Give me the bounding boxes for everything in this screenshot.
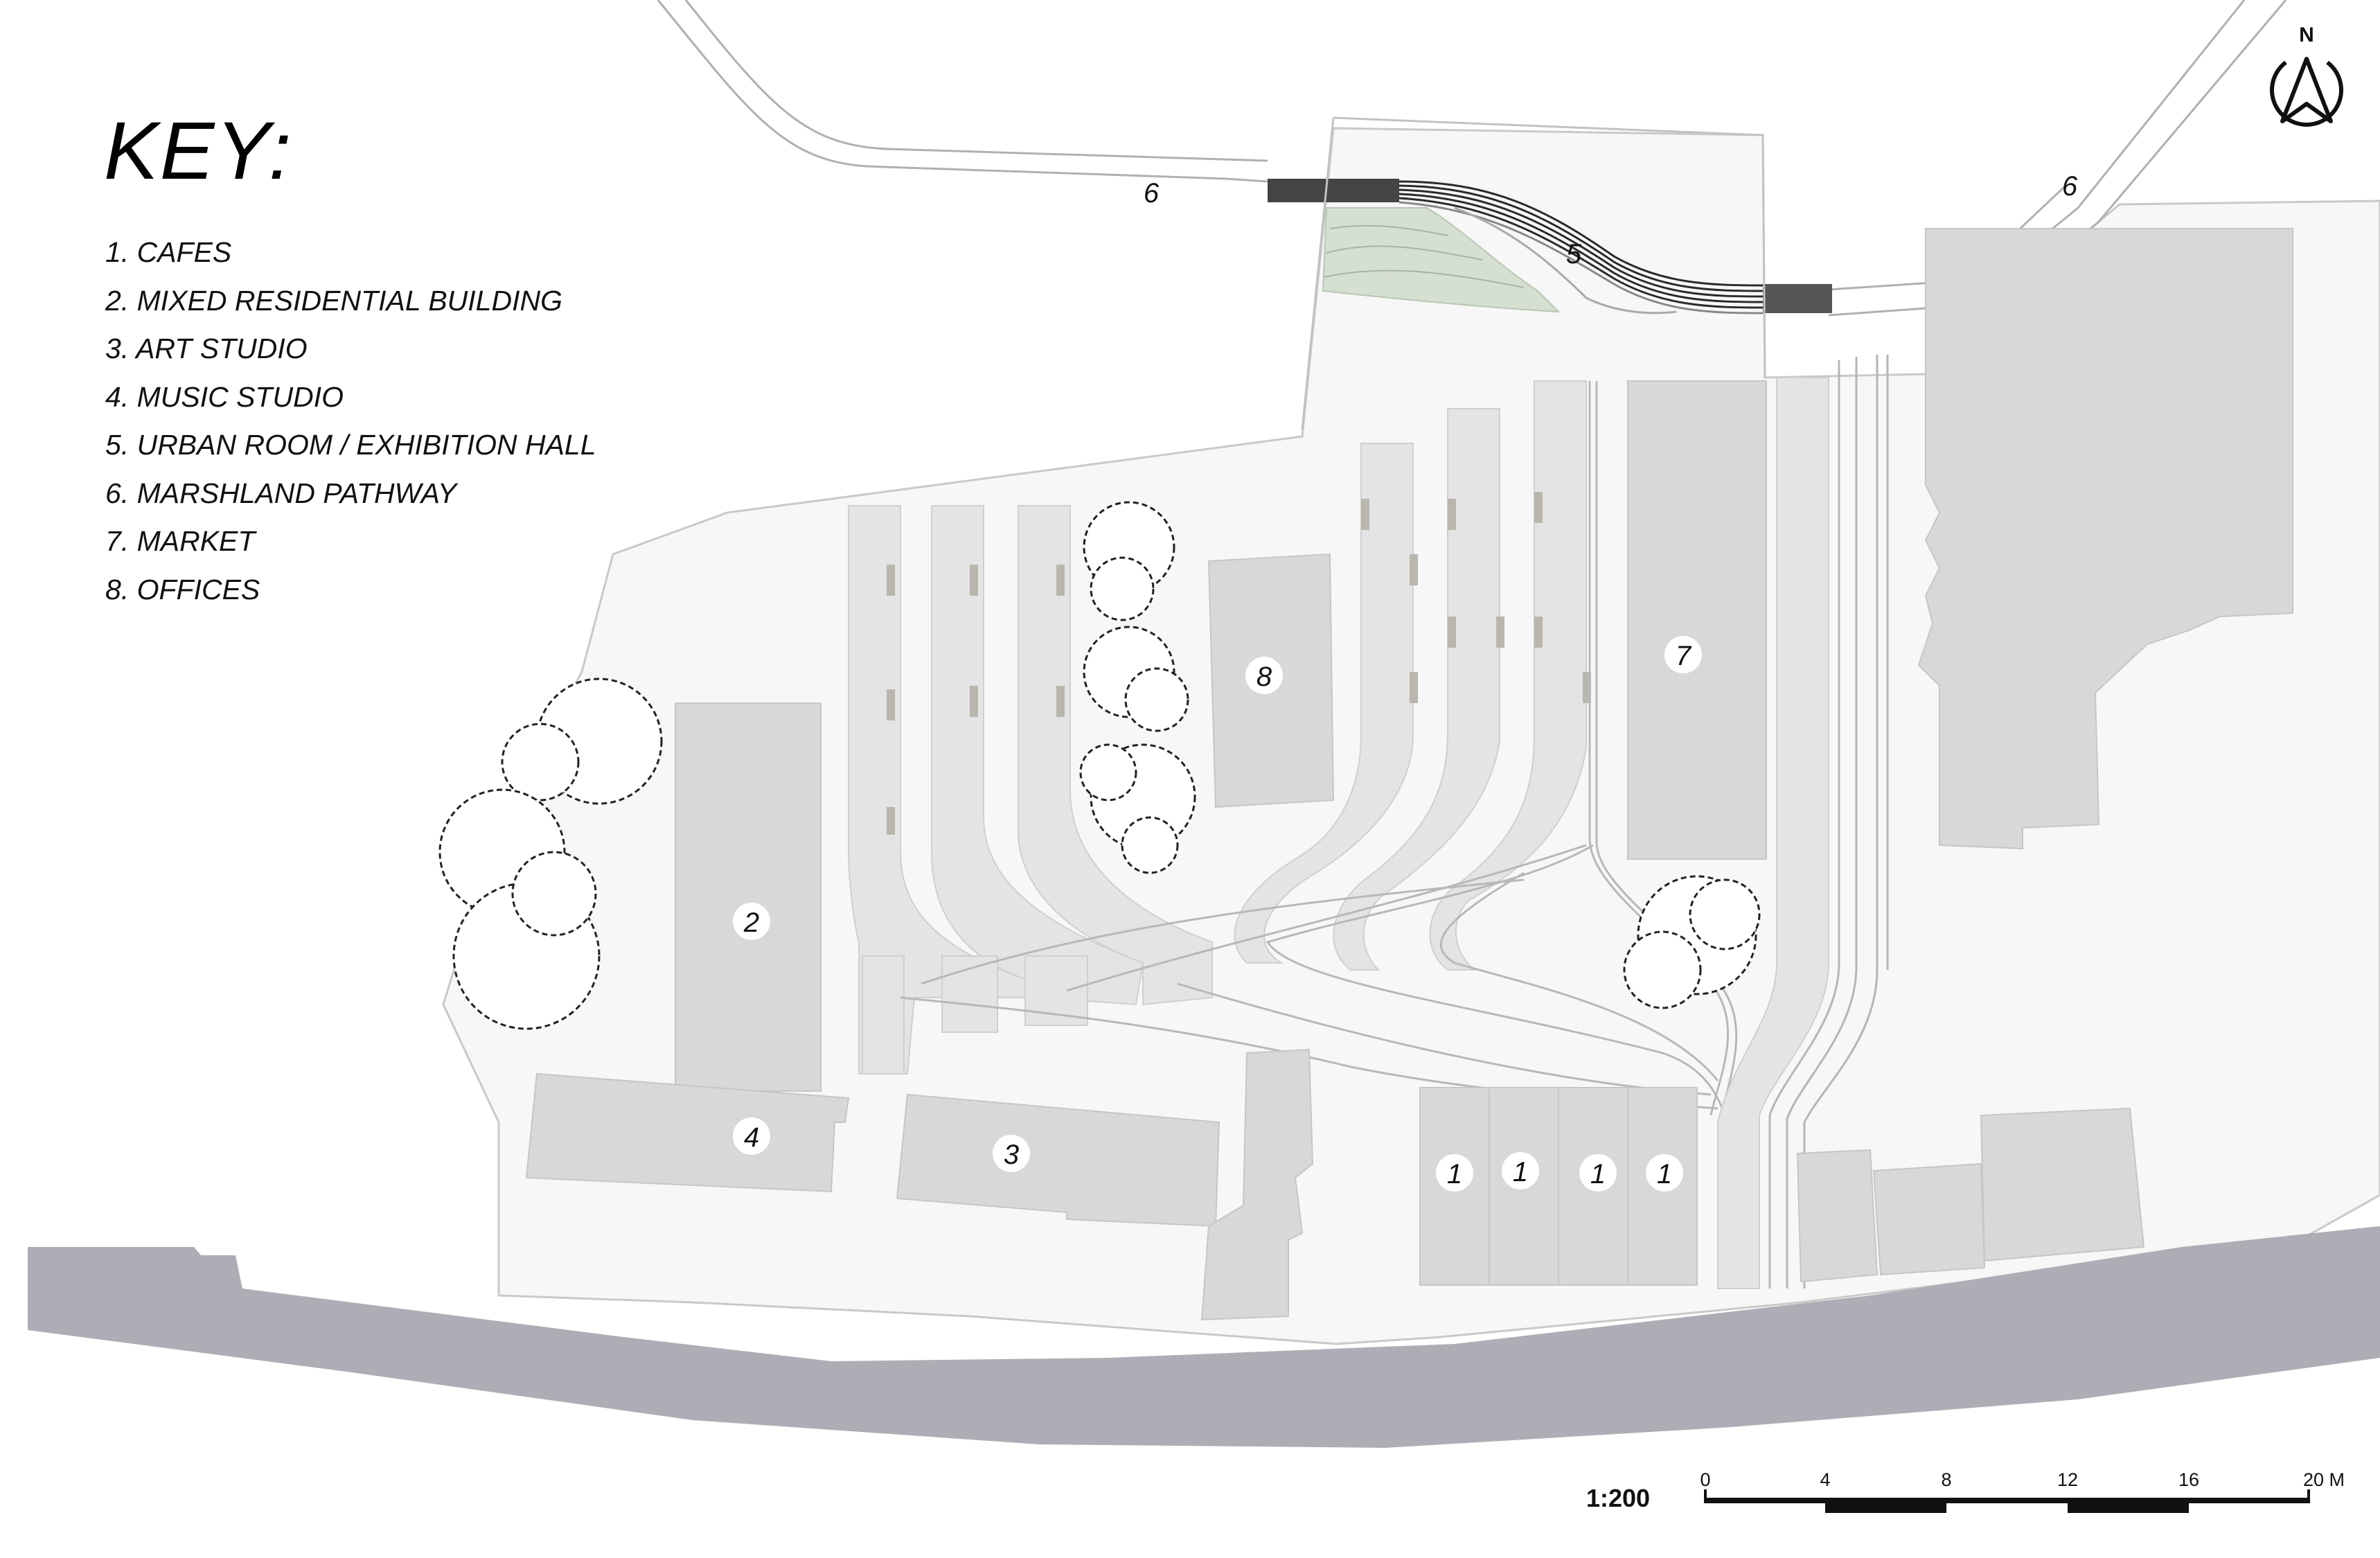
label-art-studio: 3 — [1004, 1140, 1019, 1170]
north-label: N — [2299, 24, 2314, 46]
residential-building — [675, 702, 822, 1092]
market-building — [1627, 380, 1767, 860]
key-list: 1. CAFES 2. MIXED RESIDENTIAL BUILDING 3… — [105, 229, 596, 614]
label-cafe: 1 — [1657, 1159, 1672, 1189]
scale-tick: 20 M — [2303, 1469, 2345, 1490]
scale-tick: 8 — [1941, 1469, 1951, 1490]
north-plaza-outline — [1301, 116, 1766, 430]
east-building — [1917, 228, 2293, 850]
key-item: 4. MUSIC STUDIO — [105, 380, 344, 413]
label-pathway: 6 — [1144, 178, 1160, 209]
art-studio-building — [896, 1093, 1220, 1228]
scale-ratio: 1:200 — [1586, 1484, 1650, 1512]
label-cafe: 1 — [1513, 1157, 1528, 1187]
tree-group-east — [1623, 875, 1761, 1009]
key-item: 1. CAFES — [105, 236, 232, 268]
scale-tick: 12 — [2057, 1469, 2078, 1490]
south-west-block — [1200, 1048, 1314, 1321]
key-title: KEY: — [104, 105, 293, 197]
label-offices: 8 — [1256, 662, 1272, 692]
key-item: 7. MARKET — [105, 525, 256, 557]
pathway-road — [657, 0, 1268, 183]
planter-marks-west — [887, 565, 1065, 835]
key-item: 2. MIXED RESIDENTIAL BUILDING — [105, 284, 562, 317]
label-pathway: 6 — [2062, 171, 2078, 202]
key-item: 5. URBAN ROOM / EXHIBITION HALL — [105, 429, 596, 461]
urban-room-bridge — [1268, 179, 1832, 315]
label-music-studio: 4 — [744, 1122, 759, 1153]
key-item: 3. ART STUDIO — [105, 333, 308, 364]
label-cafe: 1 — [1590, 1159, 1606, 1189]
key-item: 6. MARSHLAND PATHWAY — [105, 477, 457, 509]
market-walkway — [1717, 377, 1829, 1289]
scale-tick: 0 — [1700, 1469, 1710, 1490]
label-market: 7 — [1676, 641, 1692, 671]
tree-group-center — [1079, 501, 1196, 874]
music-studio-building — [525, 1072, 850, 1193]
tree-group-west — [438, 678, 663, 1030]
label-cafe: 1 — [1447, 1159, 1462, 1189]
scale-tick: 4 — [1820, 1469, 1830, 1490]
scale-bar: 1:200 0 4 8 12 16 20 M — [1586, 1469, 2345, 1513]
north-arrow-icon: N — [2270, 24, 2343, 127]
market-walkway-lines — [1768, 355, 1889, 1289]
south-east-blocks — [1796, 1107, 2145, 1283]
cafe-buildings — [1419, 1087, 1698, 1286]
scale-tick: 16 — [2178, 1469, 2199, 1490]
river — [28, 1226, 2380, 1448]
label-urban-room: 5 — [1566, 239, 1582, 269]
key-item: 8. OFFICES — [105, 573, 260, 605]
label-circles — [733, 636, 1702, 1192]
label-residential: 2 — [743, 908, 759, 938]
wetland-lines — [1324, 224, 1525, 288]
wetland-patch — [1322, 207, 1561, 313]
